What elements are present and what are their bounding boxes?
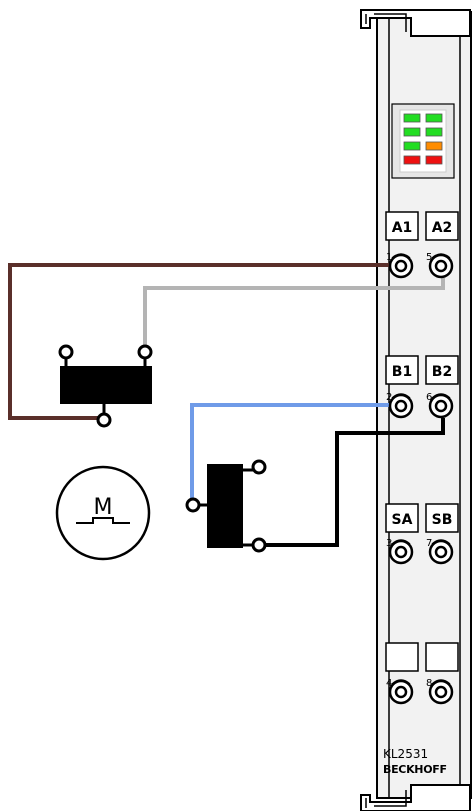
terminal-contact[interactable] [388,539,414,565]
stepper-symbol [76,517,130,524]
terminal-number: 7 [426,538,432,549]
terminal-contact-screw [434,259,448,273]
wire-b2 [258,418,445,547]
terminal-contact-lever [391,679,411,685]
terminal-contact[interactable] [428,393,454,419]
terminal-label-box [425,642,459,672]
terminal-number: 1 [386,252,392,263]
coil-b-body [207,464,243,548]
coil-a-terminal-3 [96,412,112,428]
led-3 [403,127,421,137]
terminal-contact[interactable] [428,253,454,279]
coil-b-terminal-3 [251,537,267,553]
terminal-label: SB [432,512,453,528]
terminal-label-box [385,211,419,241]
terminal-label-box [425,355,459,385]
terminal-contact-screw [394,685,408,699]
terminal-contact-screw [434,685,448,699]
terminal-contact-lever [431,393,451,399]
terminal-number: 3 [386,538,392,549]
led-panel [391,103,455,179]
terminal-label-box [425,503,459,533]
terminal-label-box [385,642,419,672]
led-6 [425,141,443,151]
wire-b1 [190,403,400,500]
wire-a1 [8,263,400,420]
terminal-label-box [385,503,419,533]
led-8 [425,155,443,165]
coil-a-body [60,366,152,404]
terminal-number: 5 [426,252,432,263]
terminal-contact[interactable] [388,679,414,705]
terminal-label: B1 [392,364,412,380]
terminal-label: SA [392,512,413,528]
coil-b-terminal-1 [185,497,201,513]
coil-a-terminal-1 [58,344,74,360]
terminal-label-box [385,355,419,385]
wires [8,263,445,547]
terminal-contact[interactable] [388,393,414,419]
top-latch [360,9,471,37]
led-1 [403,113,421,123]
terminal-number: 8 [426,678,432,689]
brand-label: BECKHOFF [383,763,447,776]
terminal-number: 2 [386,392,392,403]
terminal-contact-lever [391,253,411,259]
terminal-contact-screw [394,545,408,559]
terminal-contact-lever [431,679,451,685]
wire-a2 [143,278,445,349]
terminal-contact-lever [391,539,411,545]
terminal-contact-screw [434,545,448,559]
terminal-contact-screw [394,259,408,273]
coil-b [185,459,267,553]
terminal-contact[interactable] [428,539,454,565]
terminal-contact-lever [431,539,451,545]
terminal-label-box [425,211,459,241]
terminal-contact[interactable] [428,679,454,705]
model-label: KL2531 [383,747,428,761]
coil-a [58,344,153,428]
led-4 [425,127,443,137]
motor-circle [55,465,151,561]
terminal-label: A1 [392,220,413,236]
terminal-label: A2 [432,220,453,236]
bottom-latch [360,784,471,811]
led-2 [425,113,443,123]
motor-symbol: M [55,465,151,561]
coil-a-terminal-2 [137,344,153,360]
led-7 [403,155,421,165]
terminal-label: B2 [432,364,452,380]
led-5 [403,141,421,151]
terminal-contact-screw [434,399,448,413]
terminal-contact-screw [394,399,408,413]
coil-b-terminal-2 [251,459,267,475]
motor-label: M [94,495,113,520]
terminal-number: 4 [386,678,392,689]
terminal-contact[interactable] [388,253,414,279]
terminal-number: 6 [426,392,432,403]
terminal-contact-lever [391,393,411,399]
terminal-contact-lever [431,253,451,259]
